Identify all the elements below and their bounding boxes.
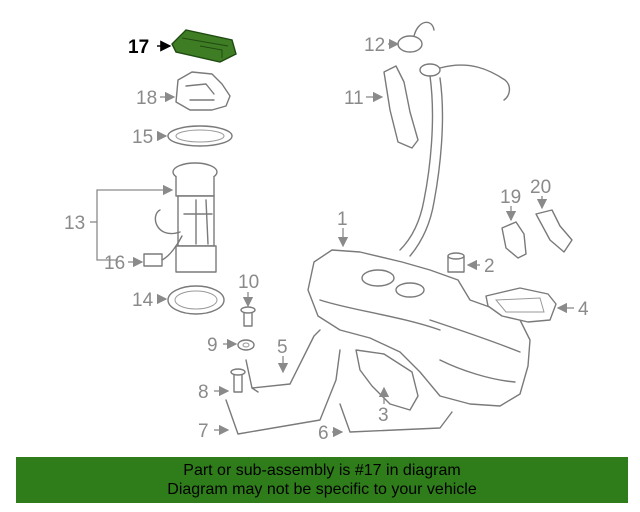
callout-5: 5	[277, 337, 288, 358]
callout-7: 7	[198, 421, 209, 442]
part-9-nut[interactable]	[237, 339, 255, 351]
callout-8: 8	[198, 382, 209, 403]
part-16-sensor[interactable]	[143, 235, 183, 267]
part-10-bolt[interactable]	[240, 306, 256, 327]
callout-17: 17	[128, 37, 149, 58]
part-17-cover[interactable]	[171, 29, 237, 63]
part-1-fuel-tank[interactable]	[307, 249, 531, 407]
part-12-fuel-cap[interactable]	[397, 21, 435, 53]
callout-11: 11	[344, 88, 364, 109]
callout-12: 12	[364, 35, 385, 56]
part-2-valve[interactable]	[447, 252, 465, 273]
part-11-bracket[interactable]	[383, 65, 419, 149]
callout-13: 13	[64, 213, 85, 234]
part-15-lock-ring[interactable]	[167, 125, 233, 147]
part-18-flange[interactable]	[175, 71, 231, 111]
callout-16: 16	[104, 253, 125, 274]
banner-line-1: Part or sub-assembly is #17 in diagram	[183, 462, 461, 479]
callout-19: 19	[500, 187, 521, 208]
part-8-bolt[interactable]	[230, 368, 246, 393]
part-5-strap[interactable]	[245, 329, 321, 393]
callout-2: 2	[484, 256, 495, 277]
callout-15: 15	[132, 127, 153, 148]
callout-14: 14	[132, 290, 154, 311]
part-13-pump-module[interactable]	[154, 162, 218, 273]
callout-1: 1	[337, 209, 348, 230]
part-19-sensor[interactable]	[501, 221, 527, 259]
parts-diagram: 17 18 15 13 16 14 10 9 8 5 7 6 3 1 2 4 1…	[64, 21, 589, 444]
filler-neck	[399, 63, 511, 257]
callout-10: 10	[238, 272, 259, 293]
callout-9: 9	[207, 335, 218, 356]
part-3-heat-shield[interactable]	[355, 349, 419, 411]
banner-line-2: Diagram may not be specific to your vehi…	[167, 481, 477, 498]
callout-6: 6	[318, 423, 329, 444]
part-6-strap[interactable]	[339, 403, 453, 433]
part-20-bracket[interactable]	[535, 209, 573, 253]
info-banner: Part or sub-assembly is #17 in diagram D…	[16, 457, 628, 503]
callout-20: 20	[530, 177, 551, 198]
part-4-shield[interactable]	[485, 287, 557, 323]
callout-3: 3	[378, 405, 389, 426]
callout-18: 18	[136, 88, 157, 109]
callout-4: 4	[578, 299, 589, 320]
leader-lines	[90, 38, 574, 438]
part-7-strap[interactable]	[225, 349, 341, 435]
part-14-seal[interactable]	[167, 285, 225, 315]
